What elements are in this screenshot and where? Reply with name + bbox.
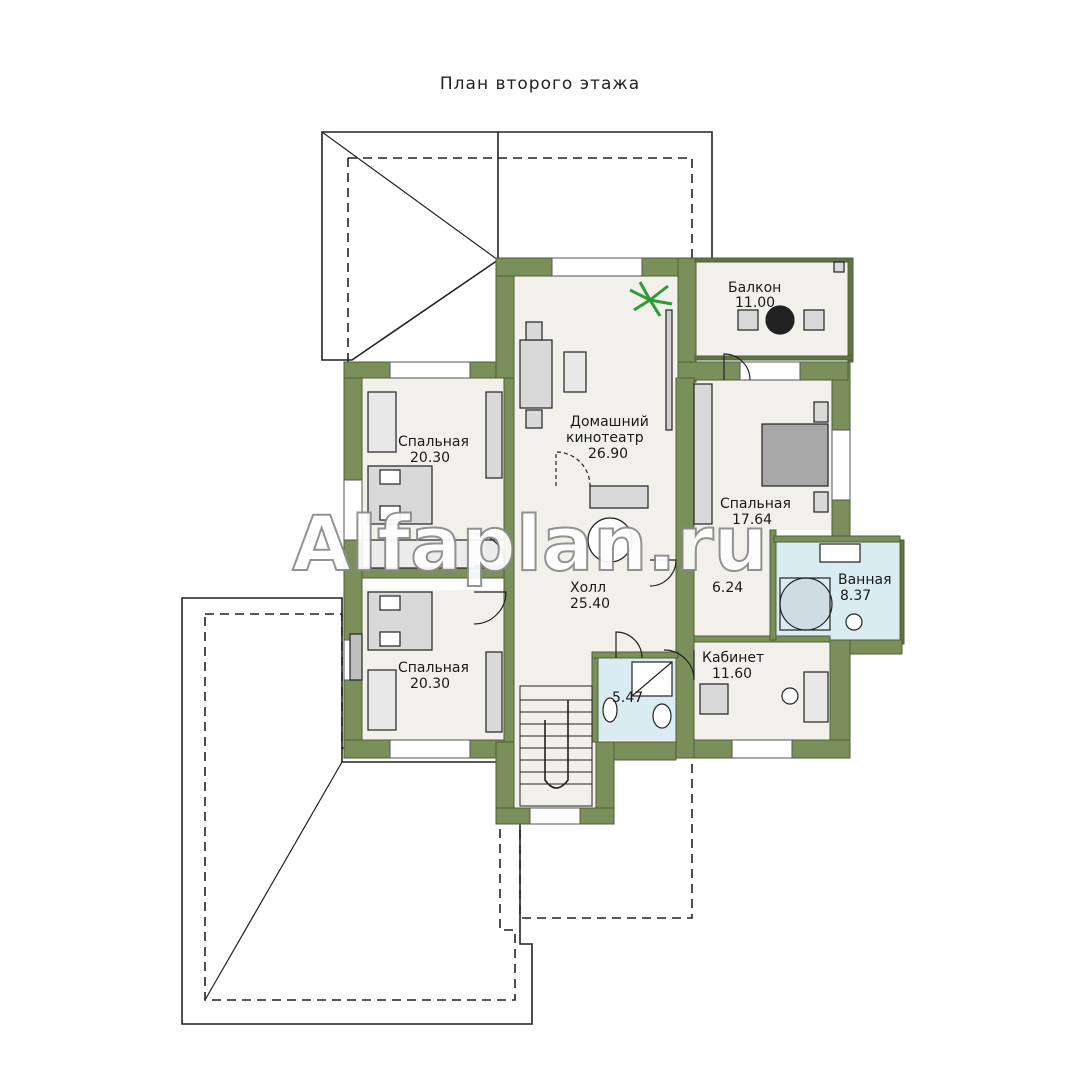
desk-top-left <box>367 391 397 453</box>
plan-title: План второго этажа <box>439 74 641 94</box>
theater-screen <box>665 309 673 431</box>
room-area-bedroom-right: 17.64 <box>732 512 772 528</box>
room-label-balcony: Балкон <box>728 280 781 296</box>
bath-sink <box>845 613 863 631</box>
doors <box>473 353 751 681</box>
room-label-home-theater-1: Домашний <box>570 414 649 430</box>
roof-outline-top <box>321 131 713 365</box>
theater-sofa <box>519 339 553 409</box>
room-area-bedroom-top-left: 20.30 <box>410 450 450 466</box>
room-area-study: 11.60 <box>712 666 752 682</box>
hall-round-table <box>587 517 633 563</box>
room-area-wc: 5.47 <box>612 690 643 706</box>
wardrobe-right <box>693 383 713 525</box>
room-area-dressing: 6.24 <box>712 580 743 596</box>
closet-strip <box>361 539 505 569</box>
roof-outline-bottom <box>181 597 693 1025</box>
room-label-bedroom-right: Спальная <box>720 496 791 512</box>
room-floor-dressing <box>694 530 774 642</box>
watermark: Alfaplan.ru <box>292 499 768 588</box>
bathtub <box>779 577 833 631</box>
wardrobe-bottom-left <box>485 651 503 733</box>
room-area-home-theater: 26.90 <box>588 446 628 462</box>
plant-icon <box>629 281 673 317</box>
walls <box>343 257 905 825</box>
bed-right <box>761 423 829 487</box>
room-label-bedroom-bottom-left: Спальная <box>398 660 469 676</box>
room-label-bathroom: Ванная <box>838 572 892 588</box>
staircase <box>519 685 593 807</box>
room-area-bedroom-bottom-left: 20.30 <box>410 676 450 692</box>
furniture <box>349 261 863 807</box>
room-label-study: Кабинет <box>702 650 764 666</box>
theater-table <box>563 351 587 393</box>
dresser-left <box>349 633 363 681</box>
room-label-hall: Холл <box>570 580 606 596</box>
room-label-home-theater-2: кинотеатр <box>566 430 644 446</box>
room-label-bedroom-top-left: Спальная <box>398 434 469 450</box>
room-labels: Балкон 11.00 Домашний кинотеатр 26.90 Сп… <box>398 280 892 706</box>
wc-toilet <box>652 703 672 729</box>
room-area-bathroom: 8.37 <box>840 588 871 604</box>
desk-bottom-left <box>367 669 397 731</box>
wardrobe-top-left <box>485 391 503 479</box>
hall-bench <box>589 485 649 509</box>
room-area-hall: 25.40 <box>570 596 610 612</box>
study-armchair <box>699 683 729 715</box>
study-desk <box>803 671 829 723</box>
room-area-balcony: 11.00 <box>735 295 775 311</box>
wc-sink <box>602 697 618 723</box>
